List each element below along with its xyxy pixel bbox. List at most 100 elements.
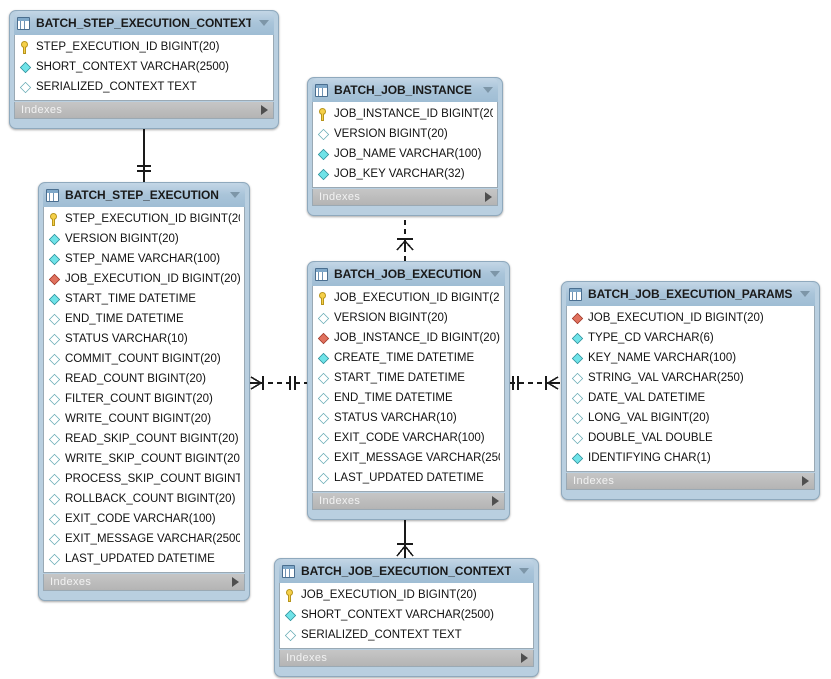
diamond-hollow-icon	[317, 472, 330, 484]
table-title: BATCH_JOB_EXECUTION_PARAMS	[588, 287, 792, 301]
play-triangle-icon[interactable]	[261, 105, 268, 115]
column-row[interactable]: VERSION BIGINT(20)	[44, 229, 244, 249]
diamond-hollow-icon	[48, 493, 61, 505]
column-row[interactable]: ROLLBACK_COUNT BIGINT(20)	[44, 489, 244, 509]
column-row[interactable]: FILTER_COUNT BIGINT(20)	[44, 389, 244, 409]
column-row[interactable]: STEP_EXECUTION_ID BIGINT(20)	[15, 37, 273, 57]
column-label: STEP_EXECUTION_ID BIGINT(20)	[36, 41, 220, 53]
column-row[interactable]: JOB_KEY VARCHAR(32)	[313, 164, 497, 184]
indexes-section-batch_job_execution_params[interactable]: Indexes	[566, 473, 815, 490]
column-row[interactable]: LAST_UPDATED DATETIME	[44, 549, 244, 569]
column-row[interactable]: PROCESS_SKIP_COUNT BIGINT(20)	[44, 469, 244, 489]
column-row[interactable]: KEY_NAME VARCHAR(100)	[567, 348, 814, 368]
diamond-filled-cyan-icon	[571, 332, 584, 344]
column-row[interactable]: EXIT_MESSAGE VARCHAR(2500)	[44, 529, 244, 549]
chevron-down-icon[interactable]	[259, 20, 269, 26]
column-label: START_TIME DATETIME	[65, 293, 196, 305]
table-header-batch_step_execution_context[interactable]: BATCH_STEP_EXECUTION_CONTEXT	[14, 11, 274, 35]
column-label: JOB_NAME VARCHAR(100)	[334, 148, 482, 160]
column-row[interactable]: SERIALIZED_CONTEXT TEXT	[280, 625, 533, 645]
indexes-section-batch_job_execution_context[interactable]: Indexes	[279, 650, 534, 667]
play-triangle-icon[interactable]	[492, 496, 499, 506]
column-row[interactable]: READ_SKIP_COUNT BIGINT(20)	[44, 429, 244, 449]
column-row[interactable]: JOB_NAME VARCHAR(100)	[313, 144, 497, 164]
chevron-down-icon[interactable]	[483, 87, 493, 93]
column-row[interactable]: JOB_EXECUTION_ID BIGINT(20)	[280, 585, 533, 605]
relationship-job-execution-params[interactable]	[510, 376, 561, 390]
column-row[interactable]: EXIT_CODE VARCHAR(100)	[313, 428, 504, 448]
column-list: JOB_EXECUTION_ID BIGINT(20) SHORT_CONTEXT…	[279, 583, 534, 649]
column-row[interactable]: JOB_EXECUTION_ID BIGINT(20)	[44, 269, 244, 289]
column-row[interactable]: DOUBLE_VAL DOUBLE	[567, 428, 814, 448]
column-label: END_TIME DATETIME	[65, 313, 184, 325]
indexes-section-batch_job_execution[interactable]: Indexes	[312, 493, 505, 510]
column-label: ROLLBACK_COUNT BIGINT(20)	[65, 493, 236, 505]
column-row[interactable]: LONG_VAL BIGINT(20)	[567, 408, 814, 428]
chevron-down-icon[interactable]	[230, 192, 240, 198]
diamond-hollow-icon	[48, 533, 61, 545]
column-row[interactable]: STATUS VARCHAR(10)	[313, 408, 504, 428]
table-header-batch_step_execution[interactable]: BATCH_STEP_EXECUTION	[43, 183, 245, 207]
relationship-job-execution-step-execution[interactable]	[250, 376, 307, 390]
column-row[interactable]: IDENTIFYING CHAR(1)	[567, 448, 814, 468]
indexes-section-batch_step_execution_context[interactable]: Indexes	[14, 102, 274, 119]
play-triangle-icon[interactable]	[521, 653, 528, 663]
column-row[interactable]: SHORT_CONTEXT VARCHAR(2500)	[280, 605, 533, 625]
column-row[interactable]: VERSION BIGINT(20)	[313, 308, 504, 328]
column-label: VERSION BIGINT(20)	[334, 128, 448, 140]
column-label: JOB_EXECUTION_ID BIGINT(20)	[301, 589, 477, 601]
column-label: LAST_UPDATED DATETIME	[334, 472, 484, 484]
column-row[interactable]: END_TIME DATETIME	[44, 309, 244, 329]
column-row[interactable]: DATE_VAL DATETIME	[567, 388, 814, 408]
chevron-down-icon[interactable]	[519, 568, 529, 574]
chevron-down-icon[interactable]	[800, 291, 810, 297]
indexes-section-batch_step_execution[interactable]: Indexes	[43, 574, 245, 591]
column-row[interactable]: SERIALIZED_CONTEXT TEXT	[15, 77, 273, 97]
column-label: JOB_INSTANCE_ID BIGINT(20)	[334, 332, 500, 344]
column-row[interactable]: JOB_INSTANCE_ID BIGINT(20)	[313, 328, 504, 348]
column-row[interactable]: LAST_UPDATED DATETIME	[313, 468, 504, 488]
column-row[interactable]: CREATE_TIME DATETIME	[313, 348, 504, 368]
column-row[interactable]: STEP_EXECUTION_ID BIGINT(20)	[44, 209, 244, 229]
column-row[interactable]: TYPE_CD VARCHAR(6)	[567, 328, 814, 348]
column-row[interactable]: START_TIME DATETIME	[44, 289, 244, 309]
diamond-hollow-icon	[48, 513, 61, 525]
play-triangle-icon[interactable]	[485, 192, 492, 202]
column-label: WRITE_COUNT BIGINT(20)	[65, 413, 212, 425]
table-header-batch_job_execution_params[interactable]: BATCH_JOB_EXECUTION_PARAMS	[566, 282, 815, 306]
column-row[interactable]: JOB_INSTANCE_ID BIGINT(20)	[313, 104, 497, 124]
table-batch_step_execution_context[interactable]: BATCH_STEP_EXECUTION_CONTEXT STEP_EXECUTI…	[9, 10, 279, 129]
column-row[interactable]: START_TIME DATETIME	[313, 368, 504, 388]
column-row[interactable]: READ_COUNT BIGINT(20)	[44, 369, 244, 389]
indexes-section-batch_job_instance[interactable]: Indexes	[312, 189, 498, 206]
column-row[interactable]: END_TIME DATETIME	[313, 388, 504, 408]
table-header-batch_job_execution_context[interactable]: BATCH_JOB_EXECUTION_CONTEXT	[279, 559, 534, 583]
column-row[interactable]: JOB_EXECUTION_ID BIGINT(20)	[567, 308, 814, 328]
diamond-hollow-icon	[48, 373, 61, 385]
column-row[interactable]: EXIT_CODE VARCHAR(100)	[44, 509, 244, 529]
column-row[interactable]: STATUS VARCHAR(10)	[44, 329, 244, 349]
table-header-batch_job_instance[interactable]: BATCH_JOB_INSTANCE	[312, 78, 498, 102]
play-triangle-icon[interactable]	[802, 476, 809, 486]
table-header-batch_job_execution[interactable]: BATCH_JOB_EXECUTION	[312, 262, 505, 286]
column-label: VERSION BIGINT(20)	[334, 312, 448, 324]
column-row[interactable]: EXIT_MESSAGE VARCHAR(2500)	[313, 448, 504, 468]
column-row[interactable]: JOB_EXECUTION_ID BIGINT(20)	[313, 288, 504, 308]
column-row[interactable]: STRING_VAL VARCHAR(250)	[567, 368, 814, 388]
column-row[interactable]: VERSION BIGINT(20)	[313, 124, 497, 144]
table-batch_job_execution_params[interactable]: BATCH_JOB_EXECUTION_PARAMS JOB_EXECUTION_…	[561, 281, 820, 500]
play-triangle-icon[interactable]	[232, 577, 239, 587]
column-row[interactable]: COMMIT_COUNT BIGINT(20)	[44, 349, 244, 369]
chevron-down-icon[interactable]	[490, 271, 500, 277]
column-row[interactable]: SHORT_CONTEXT VARCHAR(2500)	[15, 57, 273, 77]
column-row[interactable]: WRITE_SKIP_COUNT BIGINT(20)	[44, 449, 244, 469]
column-label: JOB_EXECUTION_ID BIGINT(20)	[588, 312, 764, 324]
column-label: VERSION BIGINT(20)	[65, 233, 179, 245]
column-row[interactable]: WRITE_COUNT BIGINT(20)	[44, 409, 244, 429]
table-icon	[17, 16, 30, 30]
column-row[interactable]: STEP_NAME VARCHAR(100)	[44, 249, 244, 269]
